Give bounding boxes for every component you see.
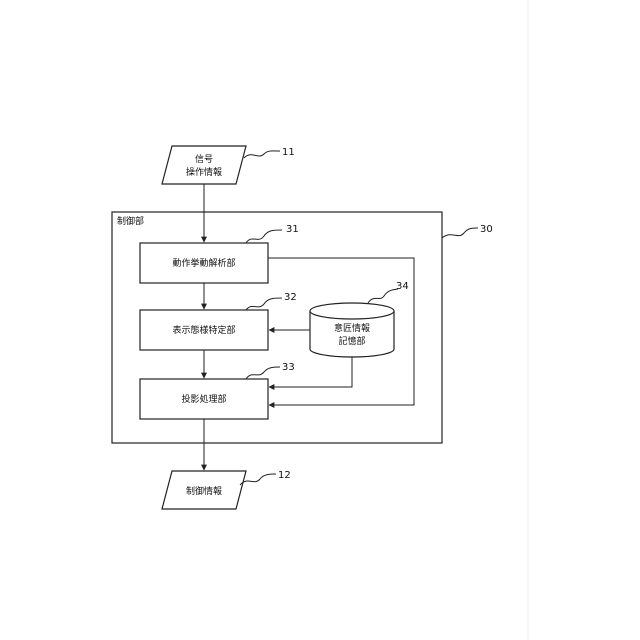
input-signal-leader [244, 151, 280, 158]
design-storage-line1: 意匠情報 [334, 322, 370, 334]
motion-analysis-ref: 31 [286, 224, 299, 235]
control-unit-label: 制御部 [117, 215, 144, 227]
output-control-leader [240, 474, 276, 485]
display-mode-ref: 32 [284, 292, 297, 303]
control-unit-leader [442, 228, 478, 238]
output-control-label: 制御情報 [186, 485, 222, 497]
input-signal-line1: 信号 [195, 153, 213, 165]
design-storage-node: 意匠情報 記憶部 [310, 303, 394, 357]
projection-node: 投影処理部 [140, 379, 268, 419]
motion-analysis-label: 動作挙動解析部 [172, 257, 235, 269]
projection-label: 投影処理部 [181, 393, 226, 405]
output-control-node: 制御情報 [162, 471, 246, 509]
display-mode-label: 表示態様特定部 [172, 324, 235, 336]
motion-analysis-node: 動作挙動解析部 [140, 243, 268, 283]
input-signal-line2: 操作情報 [186, 166, 222, 178]
display-mode-node: 表示態様特定部 [140, 310, 268, 350]
input-signal-ref: 11 [282, 147, 295, 158]
output-control-ref: 12 [278, 470, 291, 481]
control-unit-ref: 30 [480, 224, 493, 235]
projection-ref: 33 [282, 362, 295, 373]
design-storage-ref: 34 [396, 281, 409, 292]
design-storage-line2: 記憶部 [338, 335, 365, 347]
input-signal-node: 信号 操作情報 [162, 146, 246, 184]
